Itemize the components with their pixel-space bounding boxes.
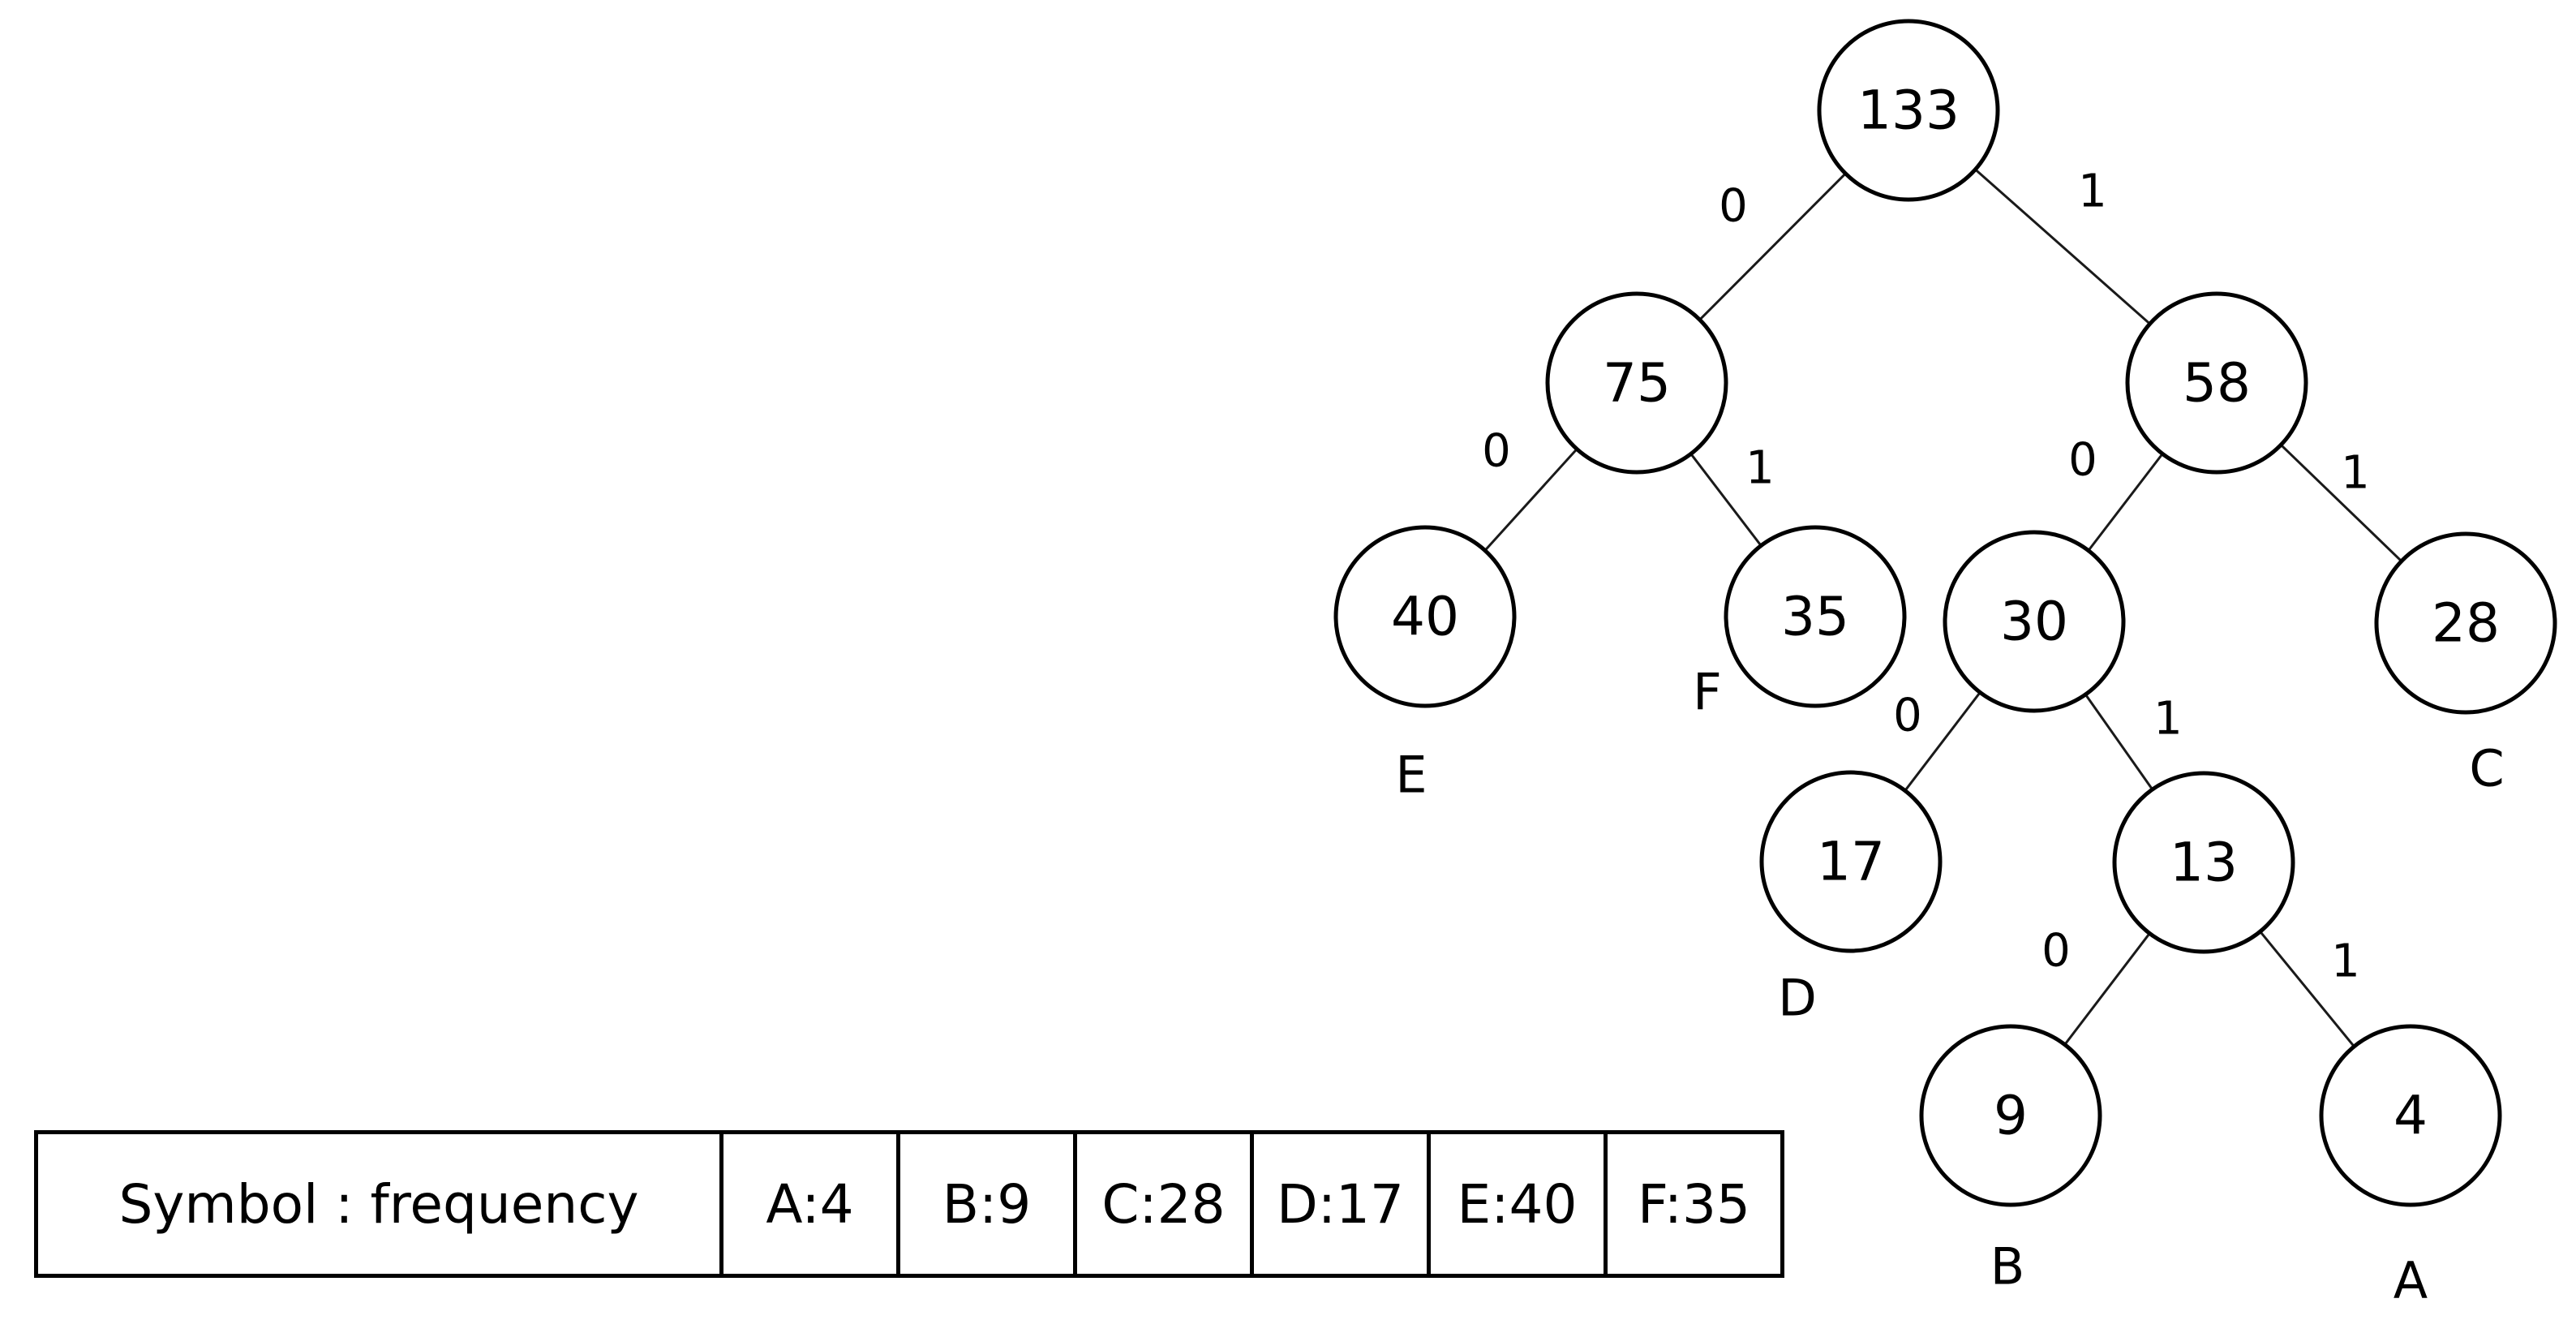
edge-bit-label: 1 [2341,447,2370,500]
tree-node: 58 [2125,291,2308,475]
tree-edge [1904,691,1981,792]
edge-bit-label: 1 [1745,442,1775,495]
tree-edge [1689,453,1762,547]
node-circle [1724,525,1907,708]
node-circle [2112,771,2295,954]
edge-bit-label: 1 [2078,166,2107,218]
node-circle [2125,291,2308,475]
tree-edge [2084,694,2153,790]
edge-bit-label: 0 [1719,180,1748,233]
node-circle [2319,1024,2502,1207]
tree-edge [1974,168,2151,325]
node-value: 28 [2432,592,2500,655]
leaf-symbol-label: D [1778,969,1817,1028]
table-header-cell: Symbol : frequency [34,1130,723,1278]
node-value: 13 [2170,832,2238,894]
frequency-cell-b: B:9 [896,1130,1077,1278]
node-value: 40 [1391,586,1459,648]
node-circle [2374,531,2557,715]
leaf-symbol-label: A [2394,1251,2428,1310]
tree-node: 133 [1817,19,2000,202]
tree-edge [2280,444,2402,562]
frequency-cell-a: A:4 [719,1130,900,1278]
frequency-cell-d: D:17 [1250,1130,1431,1278]
node-circle [1333,525,1517,708]
edge-bit-labels: 0 1 0 1 0 1 0 1 0 1 [1482,166,2370,988]
edge-bit-label: 1 [2153,693,2183,746]
leaf-symbol-label: B [1990,1237,2025,1296]
table-row: Symbol : frequency A:4 B:9 C:28 D:17 E:4… [34,1130,1784,1278]
node-value: 35 [1781,586,1849,648]
node-circle [1545,291,1728,475]
tree-node: 28 [2374,531,2557,715]
node-value: 4 [2394,1085,2428,1147]
edge-bit-label: 1 [2331,935,2360,988]
edge-bit-label: 0 [1893,690,1922,742]
edge-bit-label: 0 [1482,425,1511,478]
node-circle [1943,530,2126,713]
tree-edge [1483,448,1578,552]
edge-bit-label: 0 [2041,925,2071,978]
tree-node: 75 [1545,291,1728,475]
tree-node: 17 [1759,770,1943,953]
node-circle [1817,19,2000,202]
frequency-cell-e: E:40 [1427,1130,1608,1278]
edge-bit-label: 0 [2068,434,2097,487]
leaf-symbol-label: E [1395,746,1427,805]
node-value: 30 [2000,591,2068,653]
tree-edge [1698,172,1847,321]
frequency-cell-f: F:35 [1604,1130,1784,1278]
leaf-symbol-label: C [2469,739,2504,798]
tree-edges [1483,168,2402,1047]
tree-edge [2063,932,2151,1046]
node-value: 9 [1994,1085,2028,1147]
frequency-cell-c: C:28 [1073,1130,1254,1278]
leaf-symbol-label: F [1693,663,1722,722]
tree-node: 13 [2112,771,2295,954]
node-value: 133 [1857,80,1960,142]
tree-node: 30 [1943,530,2126,713]
symbol-frequency-table: Symbol : frequency A:4 B:9 C:28 D:17 E:4… [34,1130,1784,1278]
tree-nodes: 133 75 58 40 35 30 28 17 13 9 4 [1333,19,2557,1207]
node-circle [1919,1024,2102,1207]
node-value: 75 [1603,352,1671,415]
leaf-symbol-labels: E F C D B A [1395,663,2504,1310]
tree-node: 40 [1333,525,1517,708]
node-value: 17 [1817,831,1885,893]
tree-edge [2087,453,2164,552]
tree-node: 9 [1919,1024,2102,1207]
tree-node: 4 [2319,1024,2502,1207]
node-value: 58 [2183,352,2251,415]
node-circle [1759,770,1943,953]
tree-node: 35 [1724,525,1907,708]
tree-edge [2259,931,2355,1047]
